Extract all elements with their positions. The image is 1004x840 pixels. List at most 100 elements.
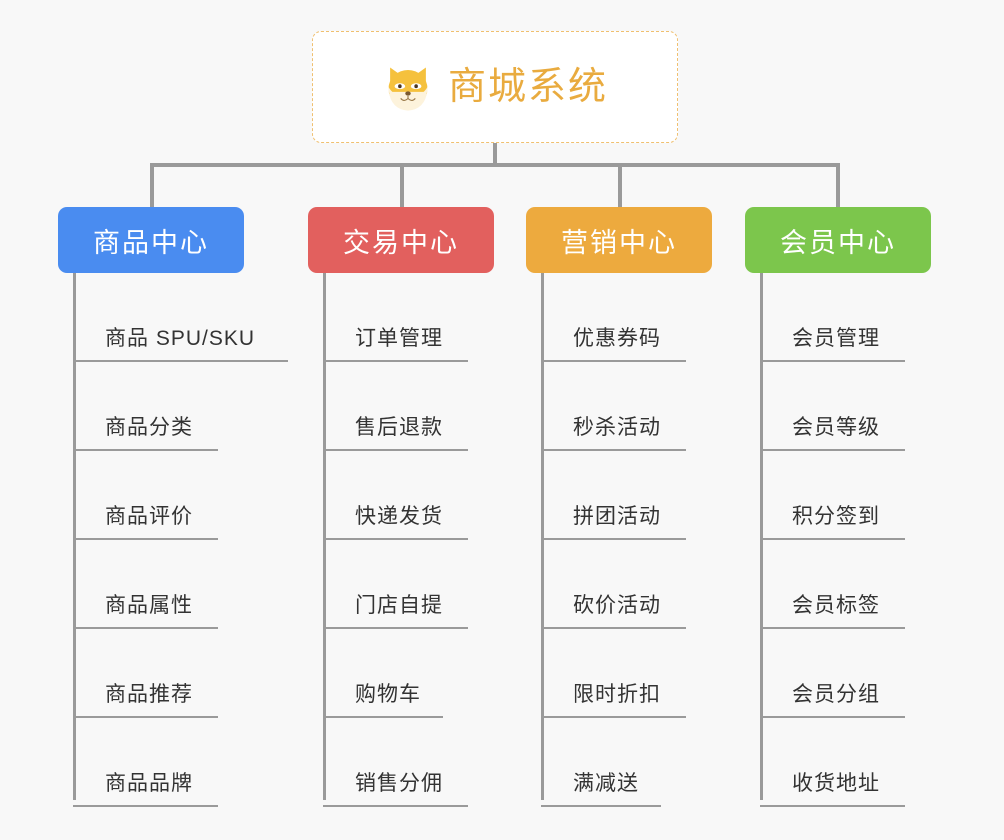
leaf-label: 订单管理 bbox=[355, 327, 443, 350]
leaf-item[interactable]: 商品分类 bbox=[73, 362, 303, 451]
leaf-item[interactable]: 会员标签 bbox=[760, 540, 990, 629]
leaf-item[interactable]: 商品 SPU/SKU bbox=[73, 273, 303, 362]
leaf-list-trade: 订单管理 售后退款 快递发货 门店自提 购物车 销售分佣 bbox=[323, 273, 553, 807]
category-header-trade[interactable]: 交易中心 bbox=[308, 207, 494, 273]
category-title: 交易中心 bbox=[343, 227, 459, 258]
leaf-underline bbox=[541, 538, 686, 540]
leaf-item[interactable]: 会员分组 bbox=[760, 629, 990, 718]
leaf-underline bbox=[73, 627, 218, 629]
leaf-underline bbox=[73, 716, 218, 718]
leaf-label: 快递发货 bbox=[355, 505, 443, 528]
connector-root-stem bbox=[493, 143, 497, 167]
leaf-label: 门店自提 bbox=[355, 594, 443, 617]
branch-spine bbox=[323, 273, 326, 800]
leaf-item[interactable]: 售后退款 bbox=[323, 362, 553, 451]
leaf-underline bbox=[541, 360, 686, 362]
leaf-underline bbox=[760, 449, 905, 451]
leaf-label: 会员标签 bbox=[792, 594, 880, 617]
leaf-item[interactable]: 限时折扣 bbox=[541, 629, 771, 718]
leaf-item[interactable]: 订单管理 bbox=[323, 273, 553, 362]
leaf-label: 购物车 bbox=[355, 683, 421, 706]
leaf-item[interactable]: 商品评价 bbox=[73, 451, 303, 540]
leaf-underline bbox=[323, 449, 468, 451]
leaf-underline bbox=[323, 805, 468, 807]
category-title: 营销中心 bbox=[561, 227, 677, 258]
leaf-underline bbox=[73, 449, 218, 451]
connector-drop-2 bbox=[400, 163, 404, 209]
leaf-list-marketing: 优惠券码 秒杀活动 拼团活动 砍价活动 限时折扣 满减送 bbox=[541, 273, 771, 807]
category-header-member[interactable]: 会员中心 bbox=[745, 207, 931, 273]
leaf-underline bbox=[760, 360, 905, 362]
leaf-label: 限时折扣 bbox=[573, 683, 661, 706]
leaf-label: 积分签到 bbox=[792, 505, 880, 528]
connector-drop-1 bbox=[150, 163, 154, 209]
leaf-item[interactable]: 砍价活动 bbox=[541, 540, 771, 629]
leaf-item[interactable]: 会员管理 bbox=[760, 273, 990, 362]
leaf-label: 会员等级 bbox=[792, 416, 880, 439]
category-title: 会员中心 bbox=[780, 227, 896, 258]
connector-drop-3 bbox=[618, 163, 622, 209]
branch-column-member: 会员中心 会员管理 会员等级 积分签到 会员标签 会员分组 bbox=[745, 207, 931, 807]
leaf-label: 商品 SPU/SKU bbox=[105, 327, 256, 350]
leaf-underline bbox=[323, 627, 468, 629]
shiba-dog-icon bbox=[382, 61, 434, 113]
branch-spine bbox=[760, 273, 763, 800]
leaf-underline bbox=[323, 716, 443, 718]
leaf-label: 商品品牌 bbox=[105, 772, 193, 795]
branch-spine bbox=[541, 273, 544, 800]
leaf-item[interactable]: 积分签到 bbox=[760, 451, 990, 540]
branch-spine bbox=[73, 273, 76, 800]
leaf-item[interactable]: 商品品牌 bbox=[73, 718, 303, 807]
leaf-label: 销售分佣 bbox=[355, 772, 443, 795]
branch-column-marketing: 营销中心 优惠券码 秒杀活动 拼团活动 砍价活动 限时折扣 bbox=[526, 207, 712, 807]
leaf-item[interactable]: 收货地址 bbox=[760, 718, 990, 807]
leaf-label: 商品评价 bbox=[105, 505, 193, 528]
leaf-label: 优惠券码 bbox=[573, 327, 661, 350]
leaf-item[interactable]: 商品推荐 bbox=[73, 629, 303, 718]
leaf-underline bbox=[760, 716, 905, 718]
leaf-underline bbox=[541, 716, 686, 718]
leaf-label: 会员分组 bbox=[792, 683, 880, 706]
leaf-label: 拼团活动 bbox=[573, 505, 661, 528]
connector-drop-4 bbox=[836, 163, 840, 209]
leaf-underline bbox=[760, 805, 905, 807]
root-node[interactable]: 商城系统 bbox=[312, 31, 678, 143]
leaf-label: 商品分类 bbox=[105, 416, 193, 439]
category-header-marketing[interactable]: 营销中心 bbox=[526, 207, 712, 273]
leaf-item[interactable]: 拼团活动 bbox=[541, 451, 771, 540]
leaf-label: 秒杀活动 bbox=[573, 416, 661, 439]
leaf-underline bbox=[760, 627, 905, 629]
leaf-label: 商品推荐 bbox=[105, 683, 193, 706]
root-title: 商城系统 bbox=[447, 66, 608, 108]
branch-column-product: 商品中心 商品 SPU/SKU 商品分类 商品评价 商品属性 商品推荐 bbox=[58, 207, 288, 807]
connector-horizontal-bus bbox=[150, 163, 840, 167]
leaf-item[interactable]: 秒杀活动 bbox=[541, 362, 771, 451]
leaf-underline bbox=[541, 449, 686, 451]
leaf-label: 售后退款 bbox=[355, 416, 443, 439]
leaf-item[interactable]: 快递发货 bbox=[323, 451, 553, 540]
leaf-label: 满减送 bbox=[573, 772, 639, 795]
leaf-item[interactable]: 销售分佣 bbox=[323, 718, 553, 807]
leaf-item[interactable]: 购物车 bbox=[323, 629, 553, 718]
leaf-label: 会员管理 bbox=[792, 327, 880, 350]
leaf-underline bbox=[323, 538, 468, 540]
leaf-underline bbox=[541, 805, 661, 807]
leaf-underline bbox=[73, 360, 288, 362]
leaf-item[interactable]: 门店自提 bbox=[323, 540, 553, 629]
leaf-label: 收货地址 bbox=[792, 772, 880, 795]
leaf-underline bbox=[73, 805, 218, 807]
leaf-item[interactable]: 优惠券码 bbox=[541, 273, 771, 362]
leaf-item[interactable]: 会员等级 bbox=[760, 362, 990, 451]
leaf-underline bbox=[760, 538, 905, 540]
leaf-label: 砍价活动 bbox=[573, 594, 661, 617]
category-title: 商品中心 bbox=[93, 227, 209, 258]
leaf-list-member: 会员管理 会员等级 积分签到 会员标签 会员分组 收货地址 bbox=[760, 273, 990, 807]
leaf-label: 商品属性 bbox=[105, 594, 193, 617]
leaf-item[interactable]: 商品属性 bbox=[73, 540, 303, 629]
leaf-list-product: 商品 SPU/SKU 商品分类 商品评价 商品属性 商品推荐 商品品牌 bbox=[73, 273, 303, 807]
category-header-product[interactable]: 商品中心 bbox=[58, 207, 244, 273]
leaf-item[interactable]: 满减送 bbox=[541, 718, 771, 807]
branch-column-trade: 交易中心 订单管理 售后退款 快递发货 门店自提 购物车 bbox=[308, 207, 494, 807]
leaf-underline bbox=[541, 627, 686, 629]
